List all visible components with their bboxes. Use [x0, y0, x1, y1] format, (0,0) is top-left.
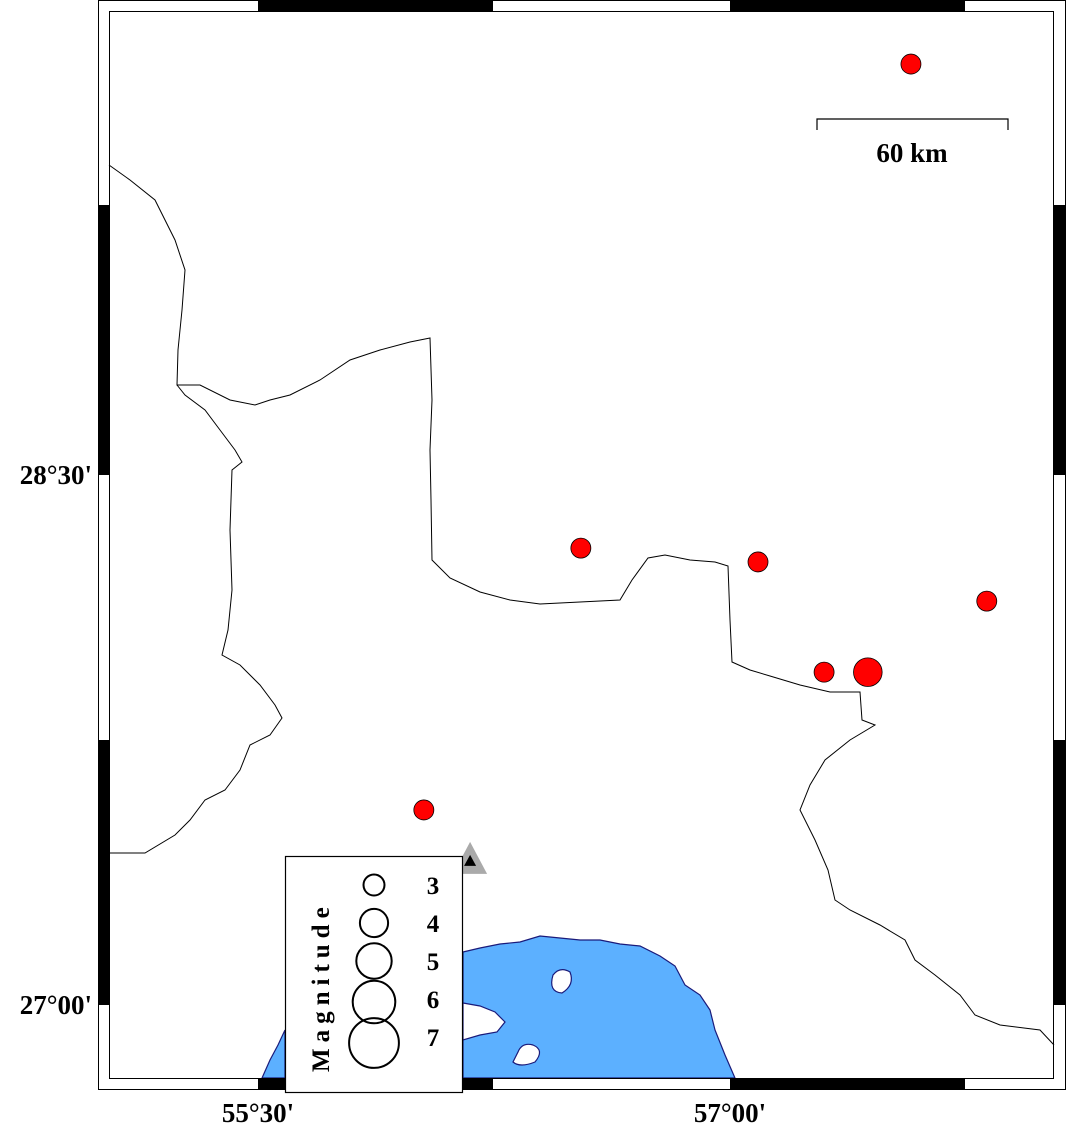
legend-label: 5: [427, 949, 440, 976]
legend-symbol: [355, 942, 393, 980]
legend-symbol: [351, 979, 397, 1025]
peninsula: [462, 1002, 506, 1041]
legend-symbol: [362, 873, 386, 897]
earthquake-event[interactable]: [413, 799, 435, 821]
magnitude-legend: Magnitude 3 4 5 6 7: [284, 855, 464, 1094]
legend-label: 7: [427, 1025, 440, 1052]
legend-symbol: [358, 907, 390, 939]
legend-label: 4: [427, 911, 440, 938]
gulf-water: [462, 935, 736, 1079]
gulf-water-west: [261, 1029, 286, 1079]
legend-title: Magnitude: [308, 901, 335, 1072]
legend-label: 3: [427, 873, 440, 900]
legend-symbol: [348, 1017, 400, 1069]
earthquake-event[interactable]: [747, 551, 769, 573]
earthquake-event[interactable]: [570, 537, 592, 559]
earthquake-event[interactable]: [853, 657, 883, 687]
island: [551, 969, 572, 994]
x-tick-label: 57°00': [694, 1098, 766, 1127]
scale-bar: [816, 118, 1009, 130]
scale-bar-label: 60 km: [876, 138, 948, 168]
island: [512, 1043, 541, 1066]
province-border: [108, 164, 1055, 1046]
y-tick-label: 28°30': [20, 460, 92, 490]
legend-label: 6: [427, 987, 440, 1014]
province-border: [109, 384, 283, 854]
earthquake-event[interactable]: [813, 661, 835, 683]
station-triangle-icon: [464, 854, 477, 866]
y-tick-label: 27°00': [20, 990, 92, 1020]
events-layer: [413, 53, 998, 821]
x-tick-label: 55°30': [222, 1098, 294, 1127]
earthquake-event[interactable]: [976, 590, 998, 612]
earthquake-event[interactable]: [900, 53, 922, 75]
